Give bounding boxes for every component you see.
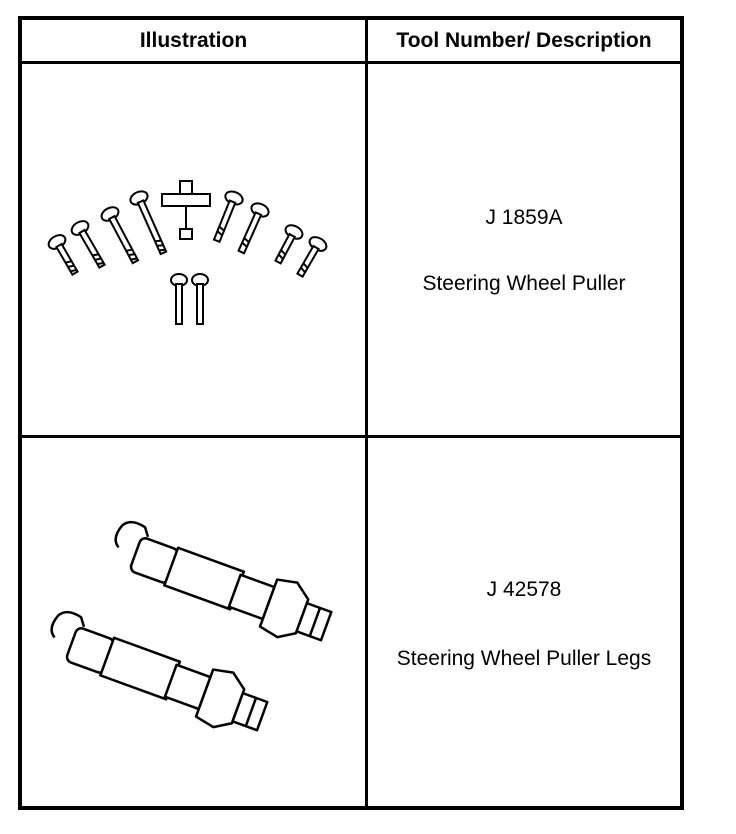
header-divider — [22, 61, 680, 64]
row-divider — [22, 435, 680, 438]
tool-description-2: Steering Wheel Puller Legs — [396, 647, 652, 670]
column-divider — [365, 20, 368, 806]
tool-description-1: Steering Wheel Puller — [422, 272, 626, 295]
header-tool-description: Tool Number/ Description — [396, 28, 652, 52]
steering-wheel-puller-legs-icon — [22, 438, 365, 806]
tool-number-1: J 1859A — [485, 206, 563, 229]
header-illustration: Illustration — [139, 28, 248, 52]
steering-wheel-puller-icon — [22, 64, 365, 435]
tool-number-2: J 42578 — [486, 578, 562, 601]
tool-table: Illustration Tool Number/ Description — [18, 16, 684, 810]
